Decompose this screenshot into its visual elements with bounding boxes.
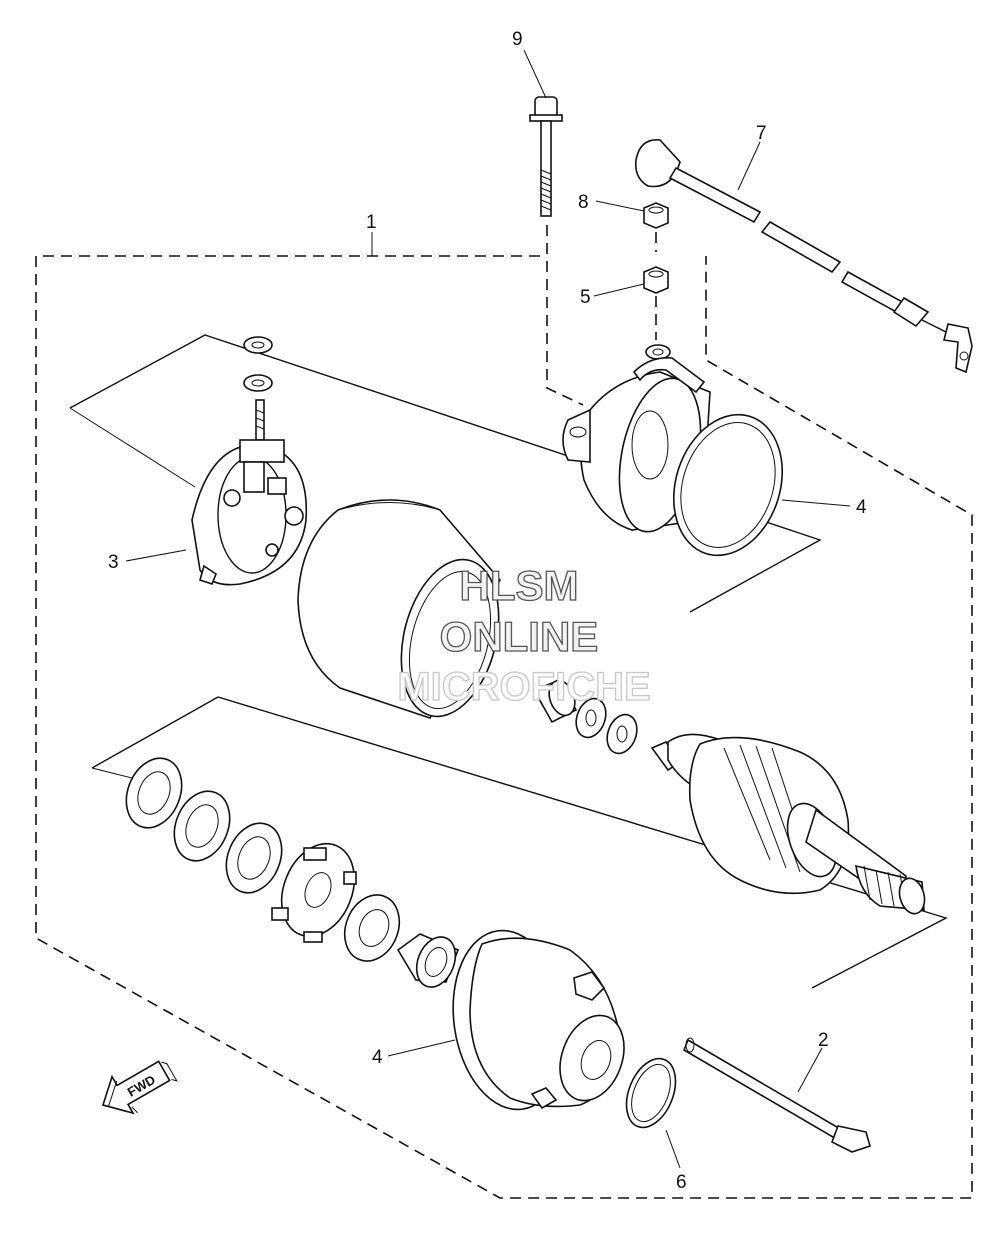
- callout-6: 6: [676, 1172, 687, 1193]
- callout-2: 2: [818, 1030, 829, 1051]
- needle-bearing: [396, 933, 460, 988]
- bearing: [343, 894, 401, 962]
- lead-wire-7: [634, 139, 973, 374]
- callout-5: 5: [580, 287, 591, 308]
- leader-4-lower: [387, 1039, 456, 1057]
- callout-8: 8: [578, 192, 589, 213]
- watermark-line-3: MICROFICHE: [397, 665, 650, 709]
- nut-8: [643, 202, 669, 252]
- callout-4-lower: 4: [372, 1047, 383, 1068]
- watermark-line-2: ONLINE: [440, 613, 599, 660]
- washer-b: [606, 713, 638, 755]
- leader-4-upper: [781, 499, 851, 507]
- callout-1: 1: [366, 212, 377, 233]
- leader-2: [797, 1047, 823, 1093]
- bolt-9: [529, 96, 584, 406]
- assembly-boundary: [35, 255, 973, 1199]
- nut-5: [643, 266, 669, 340]
- o-ring-6: [625, 1057, 677, 1129]
- leader-6: [665, 1129, 681, 1169]
- watermark-line-1: HLSM: [460, 562, 579, 609]
- washer-second: [243, 374, 273, 392]
- callout-4-upper: 4: [856, 497, 867, 518]
- washer-a: [575, 697, 607, 739]
- callout-9: 9: [512, 29, 523, 50]
- bushing: [532, 678, 578, 724]
- fwd-arrow-icon: FWD: [101, 1060, 178, 1115]
- leader-3: [125, 549, 187, 562]
- brush-holder-3: [191, 399, 308, 586]
- washer-top: [243, 336, 273, 354]
- shim-stack: [125, 757, 283, 894]
- armature-plane-outline: [91, 696, 948, 989]
- plane-link-lines: [69, 407, 196, 779]
- leader-7: [737, 141, 761, 191]
- yoke-plane-outline: [69, 334, 822, 613]
- o-ring-4-upper: [672, 413, 784, 557]
- leader-8: [595, 200, 645, 212]
- rear-cover: [452, 929, 625, 1111]
- armature: [650, 733, 926, 915]
- washer-terminal: [645, 344, 671, 360]
- leader-9: [523, 49, 547, 99]
- leader-5: [593, 283, 645, 297]
- yoke-cylinder: [297, 499, 501, 719]
- retainer-plate: [271, 842, 357, 943]
- callout-7: 7: [756, 123, 767, 144]
- callout-3: 3: [108, 552, 119, 573]
- through-bolt-2: [683, 1037, 871, 1153]
